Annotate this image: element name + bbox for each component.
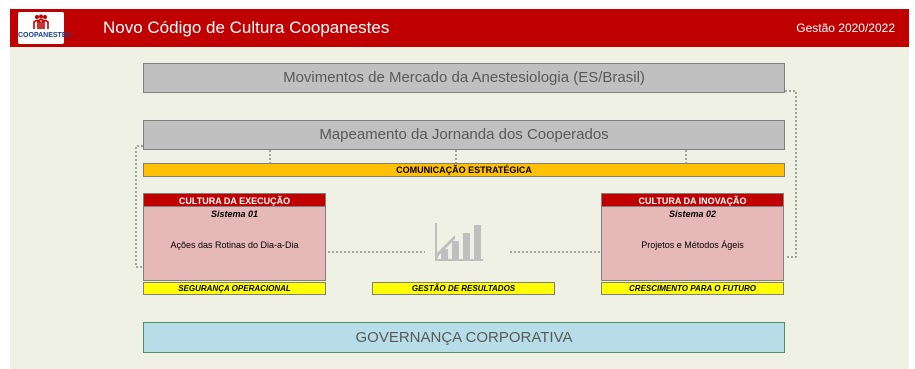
innovation-title: CULTURA DA INOVAÇÃO bbox=[601, 193, 784, 207]
execution-description: Ações das Rotinas do Dia-a-Dia bbox=[170, 240, 299, 250]
people-logo-icon bbox=[33, 14, 49, 29]
journey-mapping-box: Mapeamento da Jornanda dos Cooperados bbox=[143, 120, 785, 150]
innovation-description: Projetos e Métodos Ágeis bbox=[641, 240, 744, 250]
diagram-canvas: Movimentos de Mercado da Anestesiologia … bbox=[10, 47, 909, 369]
innovation-body: Sistema 02 Projetos e Métodos Ágeis bbox=[601, 207, 784, 281]
future-growth-label: CRESCIMENTO PARA O FUTURO bbox=[601, 282, 784, 295]
results-management-label: GESTÃO DE RESULTADOS bbox=[372, 282, 555, 295]
communication-bar: COMUNICAÇÃO ESTRATÉGICA bbox=[143, 163, 785, 177]
innovation-system: Sistema 02 bbox=[668, 209, 717, 219]
innovation-culture-block: CULTURA DA INOVAÇÃO Sistema 02 Projetos … bbox=[601, 193, 784, 281]
execution-system: Sistema 01 bbox=[210, 209, 259, 219]
coopanestes-logo: COOPANESTES bbox=[18, 12, 72, 44]
header-bar: COOPANESTES Novo Código de Cultura Coopa… bbox=[10, 9, 909, 47]
market-movements-box: Movimentos de Mercado da Anestesiologia … bbox=[143, 63, 785, 93]
management-period: Gestão 2020/2022 bbox=[796, 21, 895, 35]
operational-safety-label: SEGURANÇA OPERACIONAL bbox=[143, 282, 326, 295]
bar-chart-icon bbox=[435, 223, 483, 261]
execution-title: CULTURA DA EXECUÇÃO bbox=[143, 193, 326, 207]
execution-culture-block: CULTURA DA EXECUÇÃO Sistema 01 Ações das… bbox=[143, 193, 326, 281]
logo-text: COOPANESTES bbox=[18, 32, 72, 39]
connector-lines bbox=[135, 90, 797, 268]
page-title: Novo Código de Cultura Coopanestes bbox=[103, 18, 390, 37]
execution-body: Sistema 01 Ações das Rotinas do Dia-a-Di… bbox=[143, 207, 326, 281]
corporate-governance-box: GOVERNANÇA CORPORATIVA bbox=[143, 322, 785, 353]
